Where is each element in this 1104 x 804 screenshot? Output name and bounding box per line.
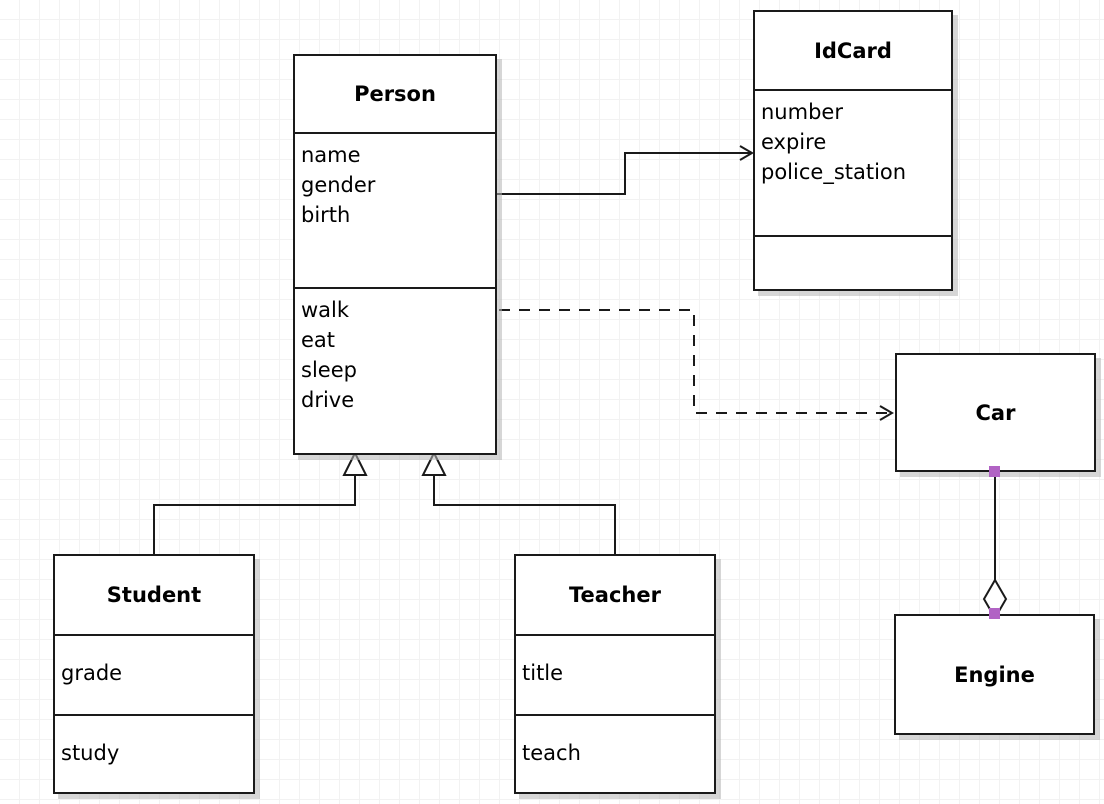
attributes-compartment-person: name gender birth (295, 132, 495, 287)
attribute-row: grade (61, 661, 123, 685)
edge-car-engine[interactable] (982, 472, 1008, 620)
class-title-idcard: IdCard (814, 38, 892, 63)
attribute-row: number (761, 100, 843, 124)
methods-compartment-student: study (55, 714, 253, 794)
method-row: study (61, 741, 120, 765)
edge-person-car[interactable] (499, 309, 894, 421)
uml-class-teacher[interactable]: Teacher title teach (514, 554, 716, 794)
uml-class-person[interactable]: Person name gender birth walk eat sleep … (293, 54, 497, 455)
edge-person-idcard[interactable] (497, 145, 754, 195)
hollow-triangle-icon (342, 450, 368, 476)
class-title-student: Student (106, 583, 202, 607)
attribute-row: police_station (761, 160, 907, 184)
attributes-compartment-teacher: title (516, 634, 714, 714)
selection-handle-car-bottom[interactable] (989, 466, 1000, 477)
class-title-person: Person (354, 82, 436, 106)
methods-compartment-person: walk eat sleep drive (295, 287, 495, 453)
attributes-compartment-student: grade (55, 634, 253, 714)
method-row: sleep (301, 358, 357, 382)
uml-class-car[interactable]: Car (895, 353, 1096, 472)
class-title-teacher: Teacher (569, 583, 661, 607)
hollow-triangle-icon (421, 450, 447, 476)
edge-student-person[interactable] (153, 450, 368, 554)
class-title-engine: Engine (954, 662, 1035, 687)
uml-class-idcard[interactable]: IdCard number expire police_station (753, 10, 953, 291)
methods-compartment-teacher: teach (516, 714, 714, 794)
attribute-row: title (522, 661, 564, 685)
method-row: teach (522, 741, 581, 765)
uml-class-engine[interactable]: Engine (894, 614, 1095, 735)
selection-handle-engine-top[interactable] (989, 608, 1000, 619)
attribute-row: gender (301, 173, 376, 197)
methods-compartment-idcard (755, 235, 951, 287)
uml-class-student[interactable]: Student grade study (53, 554, 255, 794)
edge-teacher-person[interactable] (421, 450, 616, 554)
method-row: walk (301, 298, 350, 322)
attribute-row: birth (301, 203, 351, 227)
method-row: drive (301, 388, 355, 412)
attribute-row: expire (761, 130, 827, 154)
method-row: eat (301, 328, 336, 352)
attribute-row: name (301, 143, 361, 167)
attributes-compartment-idcard: number expire police_station (755, 89, 951, 235)
class-title-car: Car (975, 400, 1016, 425)
